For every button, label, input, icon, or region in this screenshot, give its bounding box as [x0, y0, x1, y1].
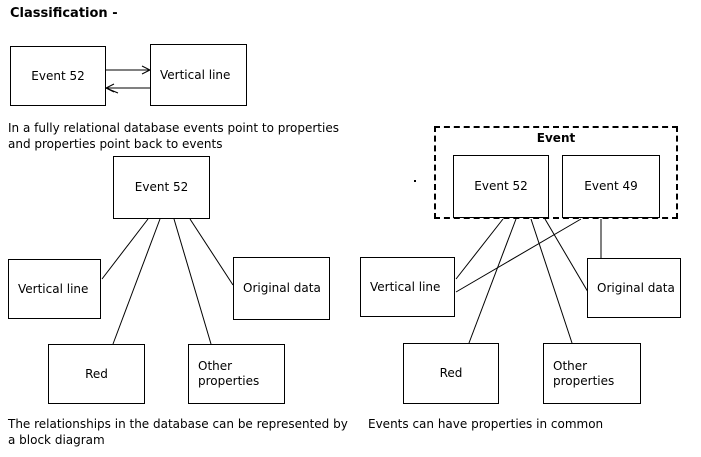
- left-connector-event52-original-data: [189, 218, 234, 286]
- arrow-event52-to-vertical-line: [106, 65, 152, 75]
- left-diagram-caption: The relationships in the database can be…: [8, 417, 348, 447]
- stray-dot: [414, 180, 416, 182]
- top-box-event52[interactable]: Event 52: [10, 46, 106, 106]
- right-box-red[interactable]: Red: [403, 343, 499, 404]
- right-box-other-properties[interactable]: Other properties: [543, 343, 641, 404]
- right-box-original-data[interactable]: Original data: [587, 258, 681, 318]
- left-box-vertical-line[interactable]: Vertical line: [8, 259, 101, 319]
- left-connector-event52-vertical-line: [101, 218, 149, 280]
- page-title: Classification -: [10, 6, 118, 21]
- right-connector-event49-vertical-line: [455, 218, 582, 293]
- right-connector-event52-other-properties: [530, 218, 573, 344]
- left-box-other-properties[interactable]: Other properties: [188, 344, 285, 404]
- right-connector-event52-red: [468, 218, 517, 344]
- top-box-vertical-line[interactable]: Vertical line: [150, 44, 247, 106]
- left-box-red[interactable]: Red: [48, 344, 145, 404]
- right-connector-event52-original-data: [544, 218, 589, 293]
- top-diagram-caption: In a fully relational database events po…: [8, 121, 339, 151]
- right-box-event52[interactable]: Event 52: [453, 155, 549, 218]
- arrow-vertical-line-to-event52: [104, 83, 150, 94]
- left-box-original-data[interactable]: Original data: [233, 257, 330, 320]
- right-connector-event52-vertical-line: [455, 218, 504, 280]
- right-box-event49[interactable]: Event 49: [562, 155, 660, 218]
- right-event-group-container: [434, 126, 678, 219]
- left-box-event52[interactable]: Event 52: [113, 156, 210, 219]
- right-diagram-caption: Events can have properties in common: [368, 417, 604, 431]
- right-box-vertical-line[interactable]: Vertical line: [360, 257, 455, 317]
- left-connector-event52-other-properties: [173, 218, 212, 345]
- right-event-group-label: Event: [536, 131, 576, 145]
- left-connector-event52-red: [112, 218, 161, 345]
